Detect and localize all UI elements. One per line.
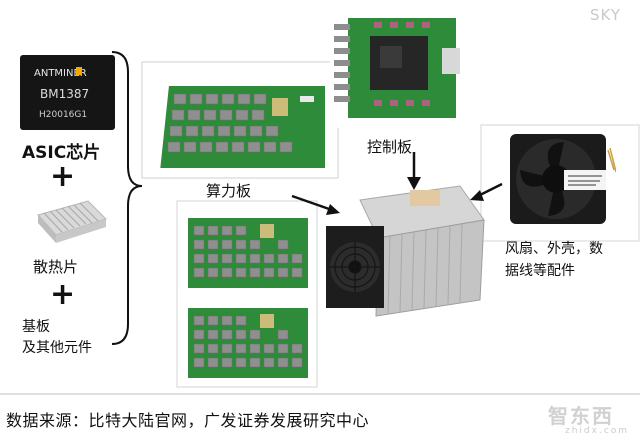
fan-label-line2: 据线等配件 (505, 263, 575, 279)
fan-label-line1: 风扇、外壳，数 (505, 241, 603, 257)
site-logo: 智东西 (548, 404, 614, 428)
hashboard-label: 算力板 (206, 182, 252, 200)
base-label-line2: 及其他元件 (22, 340, 92, 356)
base-label-line1: 基板 (22, 319, 50, 335)
miner-image (326, 185, 485, 317)
source-note: 数据来源：比特大陆官网，广发证券发展研究中心 (6, 411, 370, 430)
brace-shape (111, 51, 143, 345)
asic-code: H20016G1 (39, 110, 87, 120)
asic-chip-image: ANTMINER BM1387 H20016G1 (20, 55, 115, 130)
footer-bar (0, 393, 640, 395)
base-label: 基板 及其他元件 (22, 317, 92, 359)
site-logo-url: zhidx.com (565, 426, 630, 436)
asic-model: BM1387 (40, 87, 89, 101)
arrow-icon (470, 182, 503, 201)
fan-label: 风扇、外壳，数 据线等配件 (505, 238, 635, 282)
hashboard-image (160, 86, 325, 168)
hashboard-small-image (188, 218, 308, 288)
heatsink-label: 散热片 (33, 258, 79, 276)
arrow-icon (291, 194, 340, 215)
control-board-image (330, 8, 475, 128)
fan-image (510, 134, 616, 224)
hashboard-small-image (188, 308, 308, 378)
plus-icon: + (50, 159, 76, 194)
heatsink-image (37, 200, 107, 243)
plus-icon: + (50, 277, 76, 312)
watermark-text: SKY (590, 6, 621, 24)
control-board-label: 控制板 (367, 138, 413, 156)
asic-label: ASIC芯片 (22, 143, 101, 163)
fan-frame (480, 124, 640, 242)
hashboard-group-frame (176, 200, 318, 388)
arrow-icon (407, 152, 421, 190)
asic-brand: ANTMINER (34, 68, 87, 79)
